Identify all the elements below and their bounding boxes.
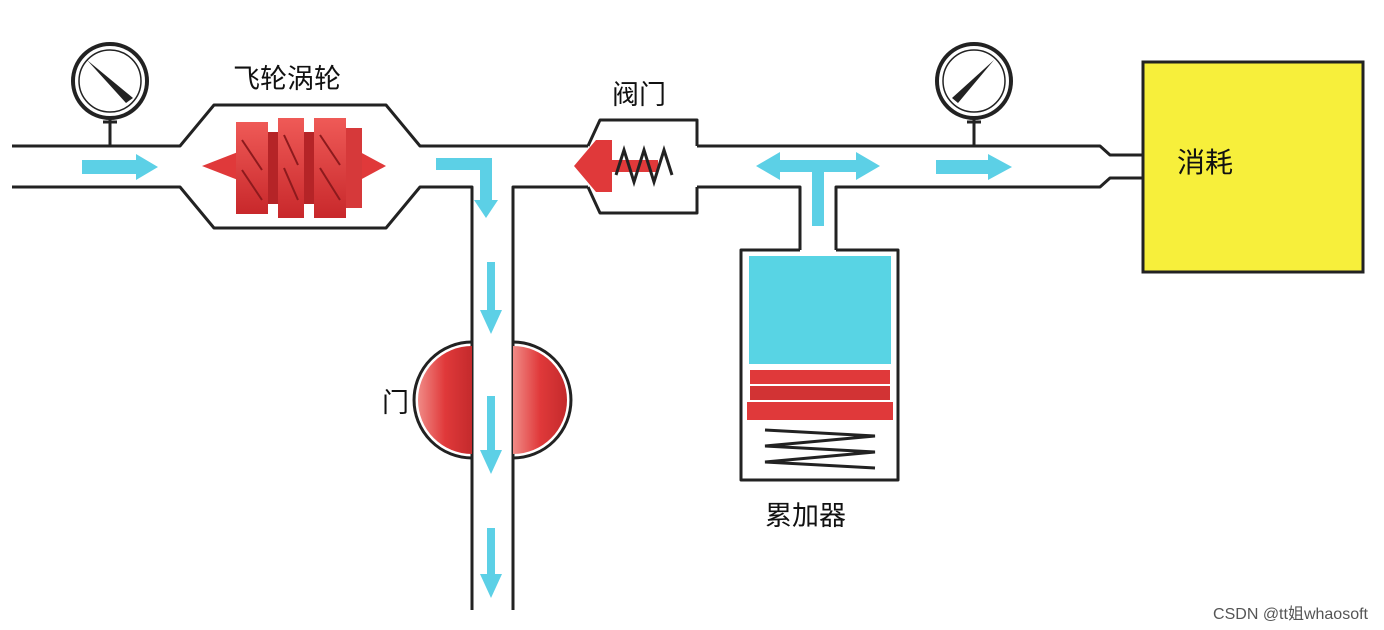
- valve-housing: [586, 118, 699, 215]
- pressure-gauge-icon: [71, 42, 149, 146]
- accumulator-label: 累加器: [765, 501, 846, 532]
- check-valve: [574, 140, 674, 192]
- pipe-inlet-bottom: [12, 185, 474, 610]
- valve-spring: [614, 144, 674, 188]
- accumulator-body: [739, 248, 900, 482]
- pipe-main-bottom: [697, 176, 1142, 250]
- flow-arrow-inlet: [82, 154, 158, 180]
- pipe-inlet-top: [12, 103, 588, 148]
- accumulator-fluid: [749, 256, 891, 364]
- pipe-network: [12, 103, 1142, 610]
- pipe-main-top: [697, 144, 1142, 157]
- pipe-branch-right: [511, 185, 588, 610]
- turbine-nose-right: [360, 152, 386, 180]
- gate-label: 门: [382, 388, 409, 419]
- flow-arrow-branch-turn: [436, 158, 498, 218]
- consumer-box: [1141, 60, 1365, 274]
- flywheel-turbine: [202, 118, 386, 218]
- flow-arrow-down-3: [480, 528, 502, 598]
- accumulator-spring: [764, 428, 876, 470]
- consumer-label: 消耗: [1177, 146, 1234, 179]
- watermark-text: CSDN @tt姐whaosoft: [1213, 606, 1368, 623]
- flow-arrow-down-1: [480, 262, 502, 334]
- flow-arrow-outlet: [936, 154, 1012, 180]
- pressure-gauge-icon: [935, 42, 1013, 146]
- turbine-label: 飞轮涡轮: [233, 64, 341, 95]
- flow-arrow-accumulator: [756, 152, 880, 226]
- accumulator-internals: [747, 256, 893, 470]
- flow-arrows: [82, 152, 1012, 598]
- flow-arrow-down-2: [480, 396, 502, 474]
- valve-label: 阀门: [612, 80, 666, 111]
- turbine-nose-left: [202, 152, 238, 180]
- valve-poppet: [574, 140, 612, 192]
- gate-ball: [412, 340, 573, 460]
